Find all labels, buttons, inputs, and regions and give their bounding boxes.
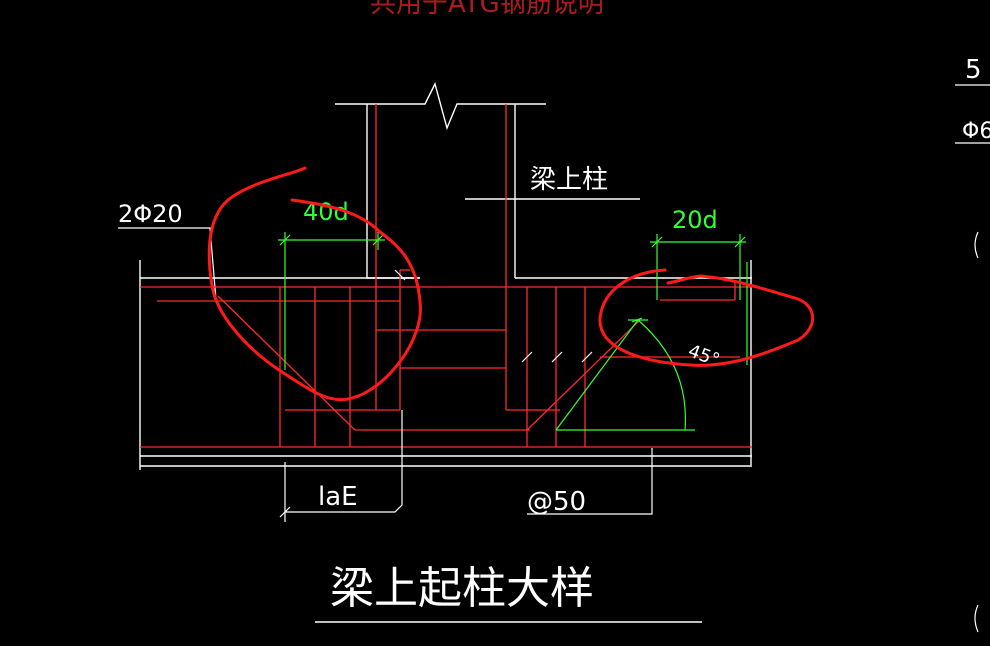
bar-spec-leader xyxy=(118,227,217,301)
column-label: 梁上柱 xyxy=(530,165,608,195)
column-outline xyxy=(335,82,640,279)
spacing-leader xyxy=(527,448,653,515)
beam-outline xyxy=(139,260,752,470)
dim-right-label: 20d xyxy=(672,206,718,234)
spacing-label: @50 xyxy=(527,487,586,517)
edge-phi: Φ6 xyxy=(962,119,990,144)
dimension-right xyxy=(631,234,748,365)
edge-number: 5 xyxy=(965,55,982,85)
dimension-left xyxy=(278,232,385,370)
anchor-length-label: laE xyxy=(318,482,358,512)
top-title-fragment: 共用于ATG钢筋说明 xyxy=(370,0,604,19)
rebar-group xyxy=(140,104,752,448)
bar-spec-label: 2Φ20 xyxy=(118,200,183,228)
detail-caption: 梁上起柱大样 xyxy=(330,563,594,614)
markup-circle-left xyxy=(207,166,422,402)
angle-dimension xyxy=(555,319,695,431)
anchor-leader xyxy=(279,410,403,522)
edge-mark-1 xyxy=(974,231,979,259)
markup-circle-right xyxy=(598,268,815,367)
edge-mark-2 xyxy=(974,604,979,633)
tick-marks xyxy=(394,269,593,363)
